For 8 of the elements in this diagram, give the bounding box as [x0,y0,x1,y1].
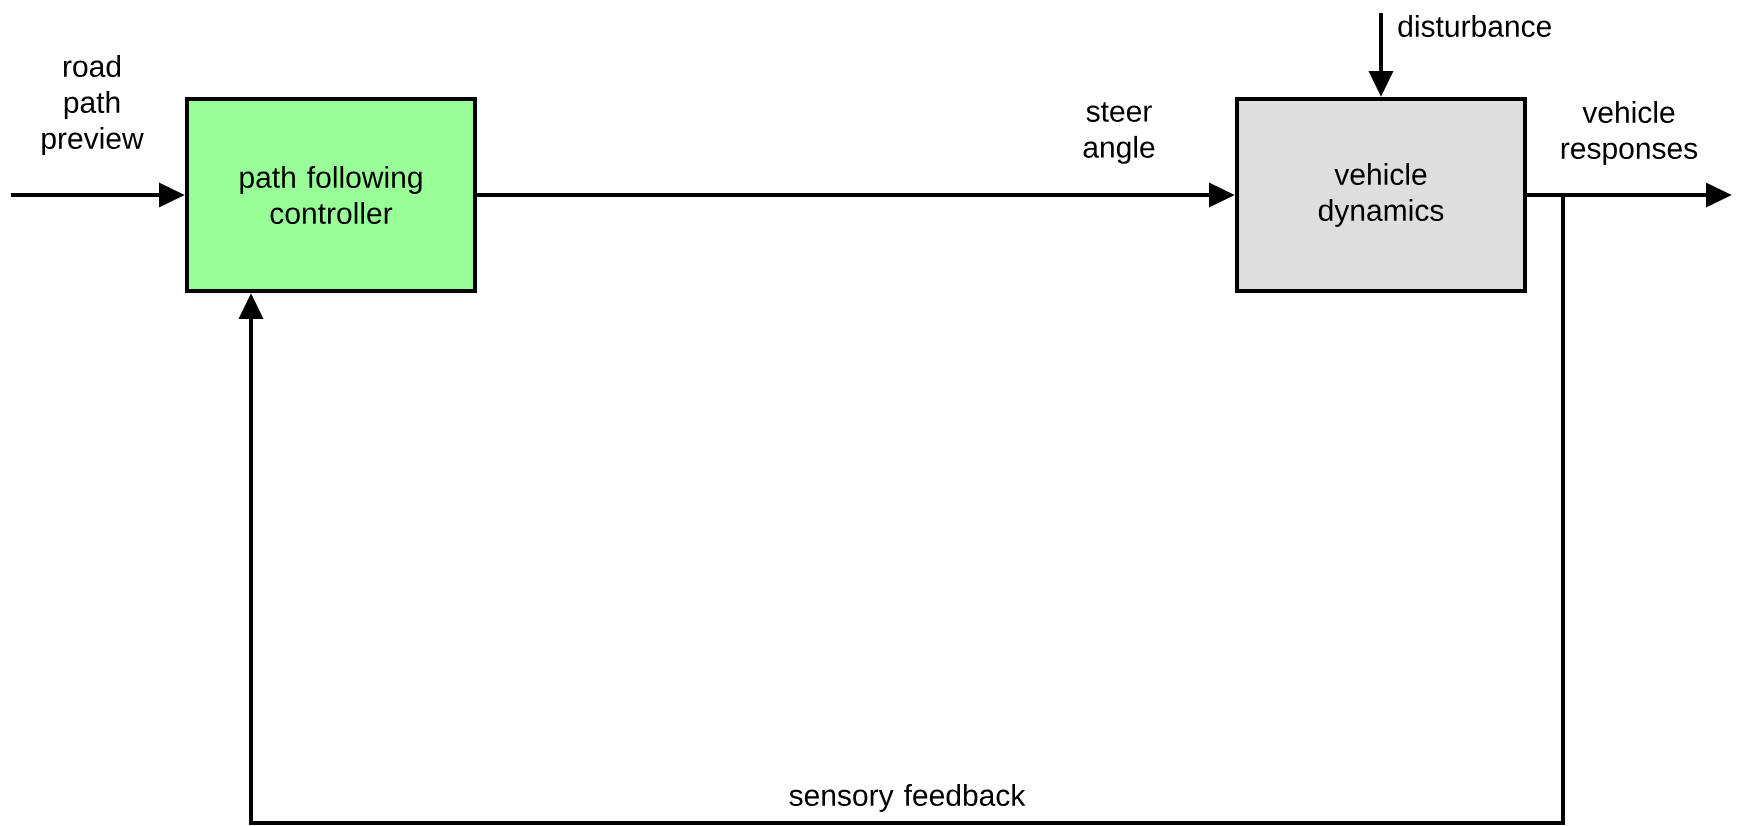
edge-label: steer angle [1083,102,1155,164]
process-box: vehicle dynamics [1235,97,1527,293]
arrow [238,193,1565,825]
edge-label: vehicle responses [1561,101,1698,165]
controller-box: path following controller [185,97,477,293]
edge-label: sensory feedback [789,784,1026,812]
edge-label: disturbance [1398,15,1551,37]
edge-label: road path preview [42,55,144,155]
